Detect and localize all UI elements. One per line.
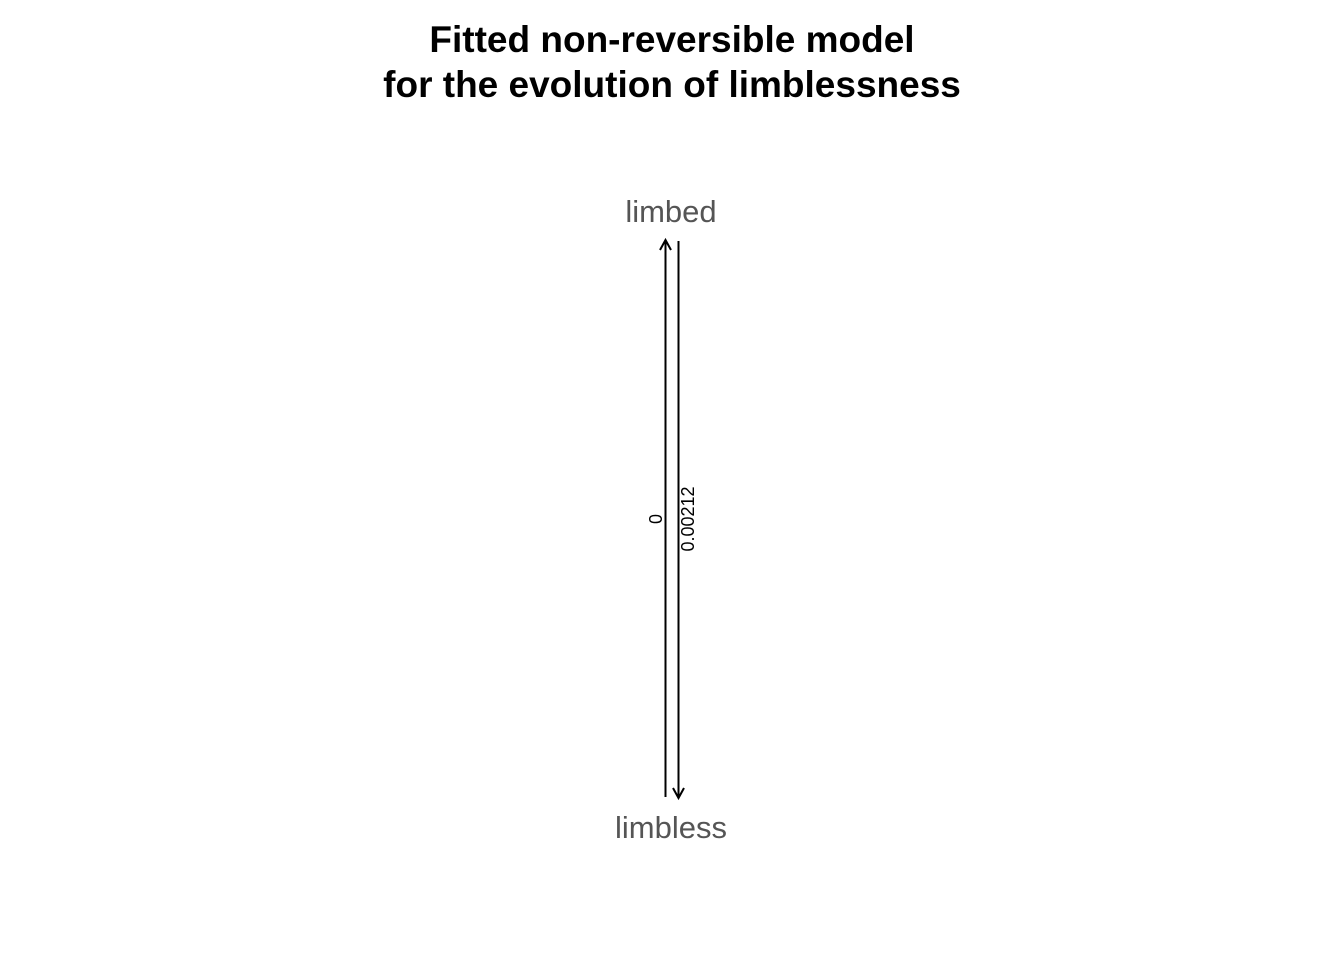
rate-label-limbed-to-limbless: 0.00212: [678, 486, 698, 551]
rate-label-limbless-to-limbed: 0: [646, 514, 666, 524]
diagram-title-line-1: Fitted non-reversible model: [429, 19, 915, 60]
arrowhead-down-icon: [672, 787, 685, 801]
arrowhead-up-icon: [659, 237, 672, 251]
state-label-limbed: limbed: [625, 194, 716, 229]
transition-arrow-limbless-to-limbed: [659, 237, 672, 797]
diagram-title-line-2: for the evolution of limblessness: [383, 64, 961, 105]
state-label-limbless: limbless: [615, 810, 727, 845]
transition-arrow-limbed-to-limbless: [672, 241, 685, 801]
